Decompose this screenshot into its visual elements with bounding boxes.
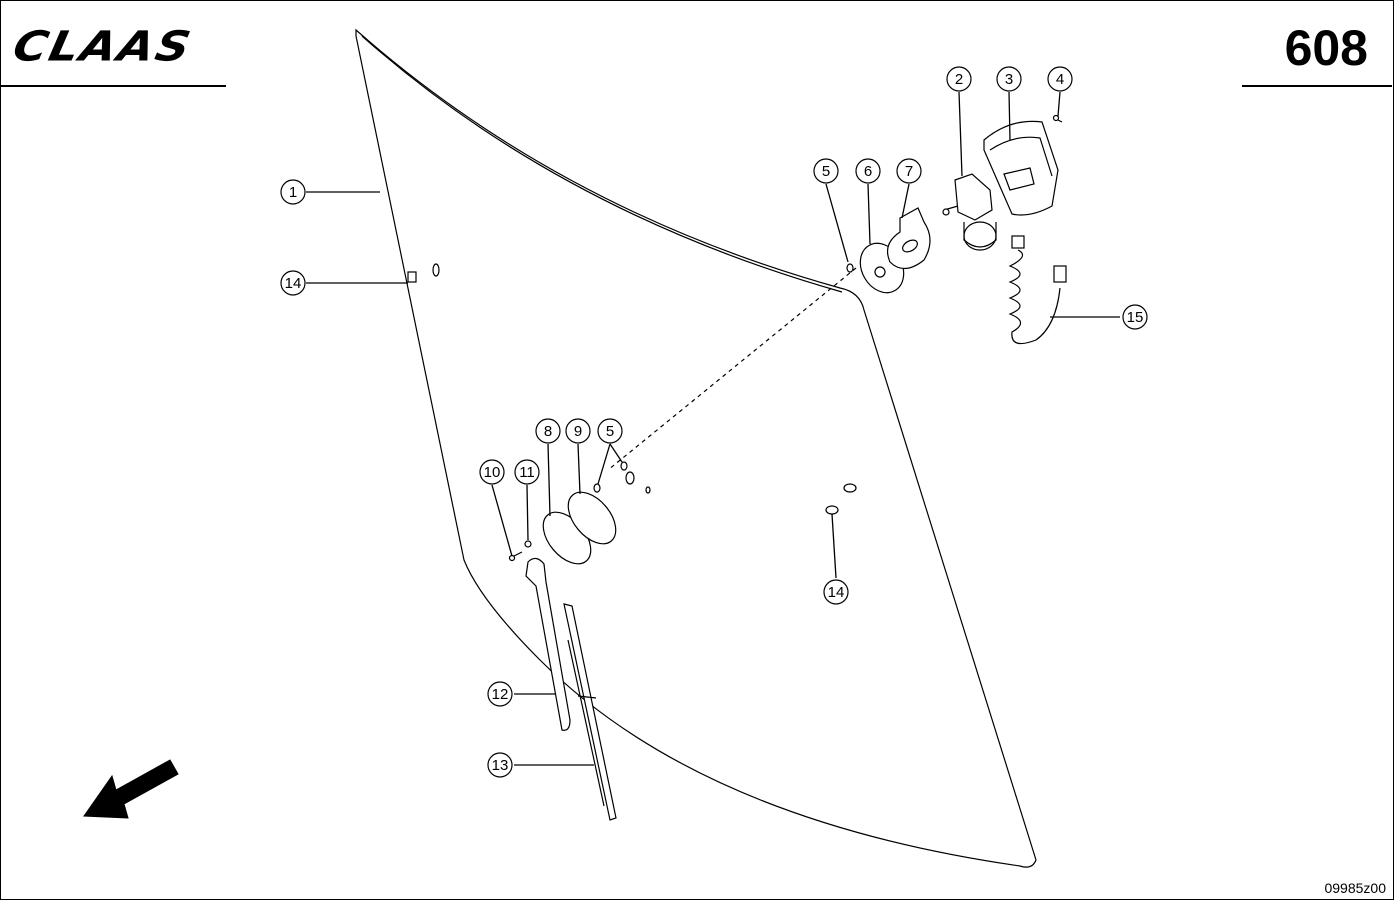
svg-text:2: 2 [955,71,963,88]
callout-4: 4 [1047,66,1073,92]
page-number: 608 [1284,20,1368,76]
svg-text:6: 6 [864,163,872,180]
callout-8: 8 [535,418,561,444]
callout-10: 10 [479,459,505,485]
windscreen-glass [355,28,1037,868]
callout-5-lower: 5 [597,418,623,444]
svg-text:10: 10 [484,464,501,481]
nut-11 [524,540,532,548]
svg-text:9: 9 [574,423,582,440]
callout-3: 3 [996,66,1022,92]
callout-6: 6 [855,158,881,184]
callout-2: 2 [946,66,972,92]
wiper-blade-13 [563,603,617,821]
svg-text:5: 5 [606,423,614,440]
callout-13: 13 [487,752,513,778]
washer-5-lower [593,461,651,494]
screw-10 [508,551,523,562]
callout-1: 1 [280,179,306,205]
wiper-motor [942,173,997,251]
svg-text:8: 8 [544,423,552,440]
svg-text:14: 14 [828,584,845,601]
svg-text:3: 3 [1005,71,1013,88]
screw-4 [1052,114,1063,123]
svg-text:5: 5 [822,163,830,180]
callout-9: 9 [565,418,591,444]
callout-7: 7 [896,158,922,184]
header-rule-left [0,85,226,87]
callout-15: 15 [1122,304,1148,330]
svg-text:1: 1 [289,184,297,201]
callout-12: 12 [487,681,513,707]
callout-5-upper: 5 [813,158,839,184]
svg-text:13: 13 [492,757,509,774]
wiper-arm-12 [525,557,571,731]
svg-text:15: 15 [1127,309,1144,326]
washer-5-upper [846,263,854,273]
plate-9 [567,491,617,545]
svg-text:11: 11 [519,464,535,481]
callout-11: 11 [514,459,540,485]
svg-text:4: 4 [1056,71,1064,88]
drawing-code: 09985z00 [1324,880,1386,896]
callout-14-lower: 14 [823,579,849,605]
leader-lines [306,91,1120,766]
svg-text:12: 12 [492,686,509,703]
plug-14-lower [825,483,857,515]
header-rule-right [1242,85,1392,87]
plug-14-upper [407,263,440,283]
bracket-7 [887,207,931,270]
callout-14-upper: 14 [280,270,306,296]
assembly-axis-line [607,267,857,471]
cable-harness-15 [1008,235,1067,345]
svg-text:14: 14 [285,275,302,292]
svg-text:7: 7 [905,163,913,180]
direction-arrow [83,759,179,819]
motor-cover [983,120,1059,216]
